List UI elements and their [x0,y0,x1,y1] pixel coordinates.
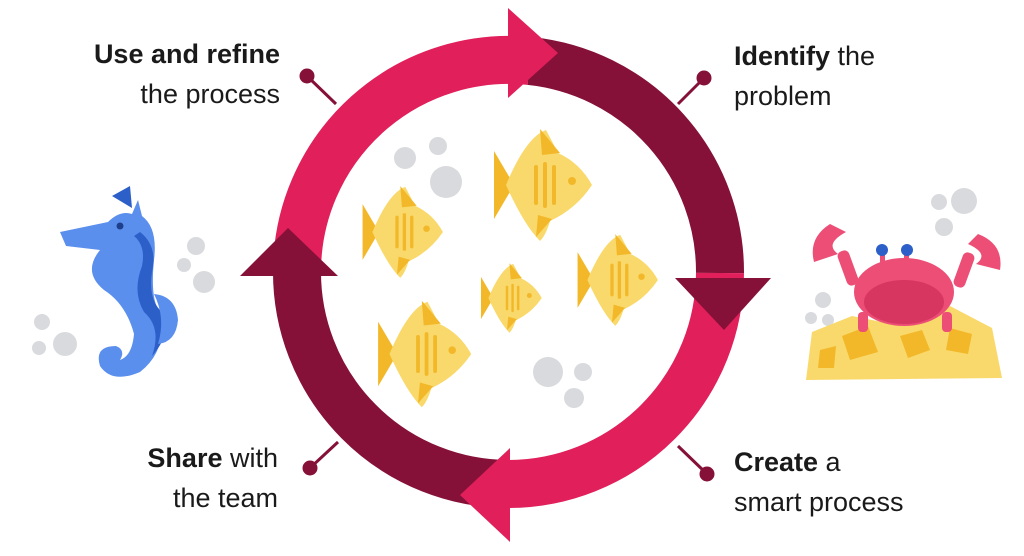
bubble-icon [187,237,205,255]
bubble-icon [533,357,563,387]
bubble-icon [564,388,584,408]
step-identify: Identify the problem [734,36,994,116]
bubble-icon [177,258,191,272]
bubble-icon [822,314,834,326]
bubble-icon [32,341,46,355]
step-use-refine-bold: Use and refine [93,39,280,69]
step-share-line2: the team [172,483,278,513]
step-share: Share with the team [40,438,278,518]
arc-top-right [527,37,745,274]
crab-icon [806,224,1002,380]
connector-lines [299,68,715,482]
step-create-bold: Create [734,447,819,477]
step-share-rest: with [222,443,278,473]
arc-bottom-left [272,269,510,508]
bubble-icon [815,292,831,308]
step-identify-rest: the [830,41,876,71]
bubble-icon [430,166,462,198]
seahorse-icon [60,186,178,377]
bubbles [32,137,977,408]
arrow-left-icon [240,228,338,276]
arc-top-left [273,35,533,271]
fish-icon [479,262,543,334]
step-create-line2: smart process [734,487,904,517]
fish-icon [360,184,445,280]
fish-icon [492,127,594,243]
bubble-icon [931,194,947,210]
step-identify-bold: Identify [734,41,831,71]
bubble-icon [53,332,77,356]
arrow-heads [240,8,771,542]
bubble-icon [935,218,953,236]
step-use-refine: Use and refine the process [40,34,280,114]
bubble-icon [394,147,416,169]
arrow-top-icon [508,8,558,98]
arrow-bottom-icon [460,448,510,542]
bubble-icon [574,363,592,381]
bubble-icon [429,137,447,155]
fish-icon [376,298,474,410]
step-share-bold: Share [147,443,223,473]
bubble-icon [193,271,215,293]
fish-icon [575,232,660,328]
step-use-refine-line2: the process [140,79,280,109]
step-identify-line2: problem [734,81,832,111]
cycle-ring [272,35,745,508]
step-create-rest: a [818,447,841,477]
arrow-right-icon [675,278,771,330]
fish-school [360,127,660,410]
bubble-icon [805,312,817,324]
bubble-icon [951,188,977,214]
step-create: Create a smart process [734,442,994,522]
bubble-icon [34,314,50,330]
